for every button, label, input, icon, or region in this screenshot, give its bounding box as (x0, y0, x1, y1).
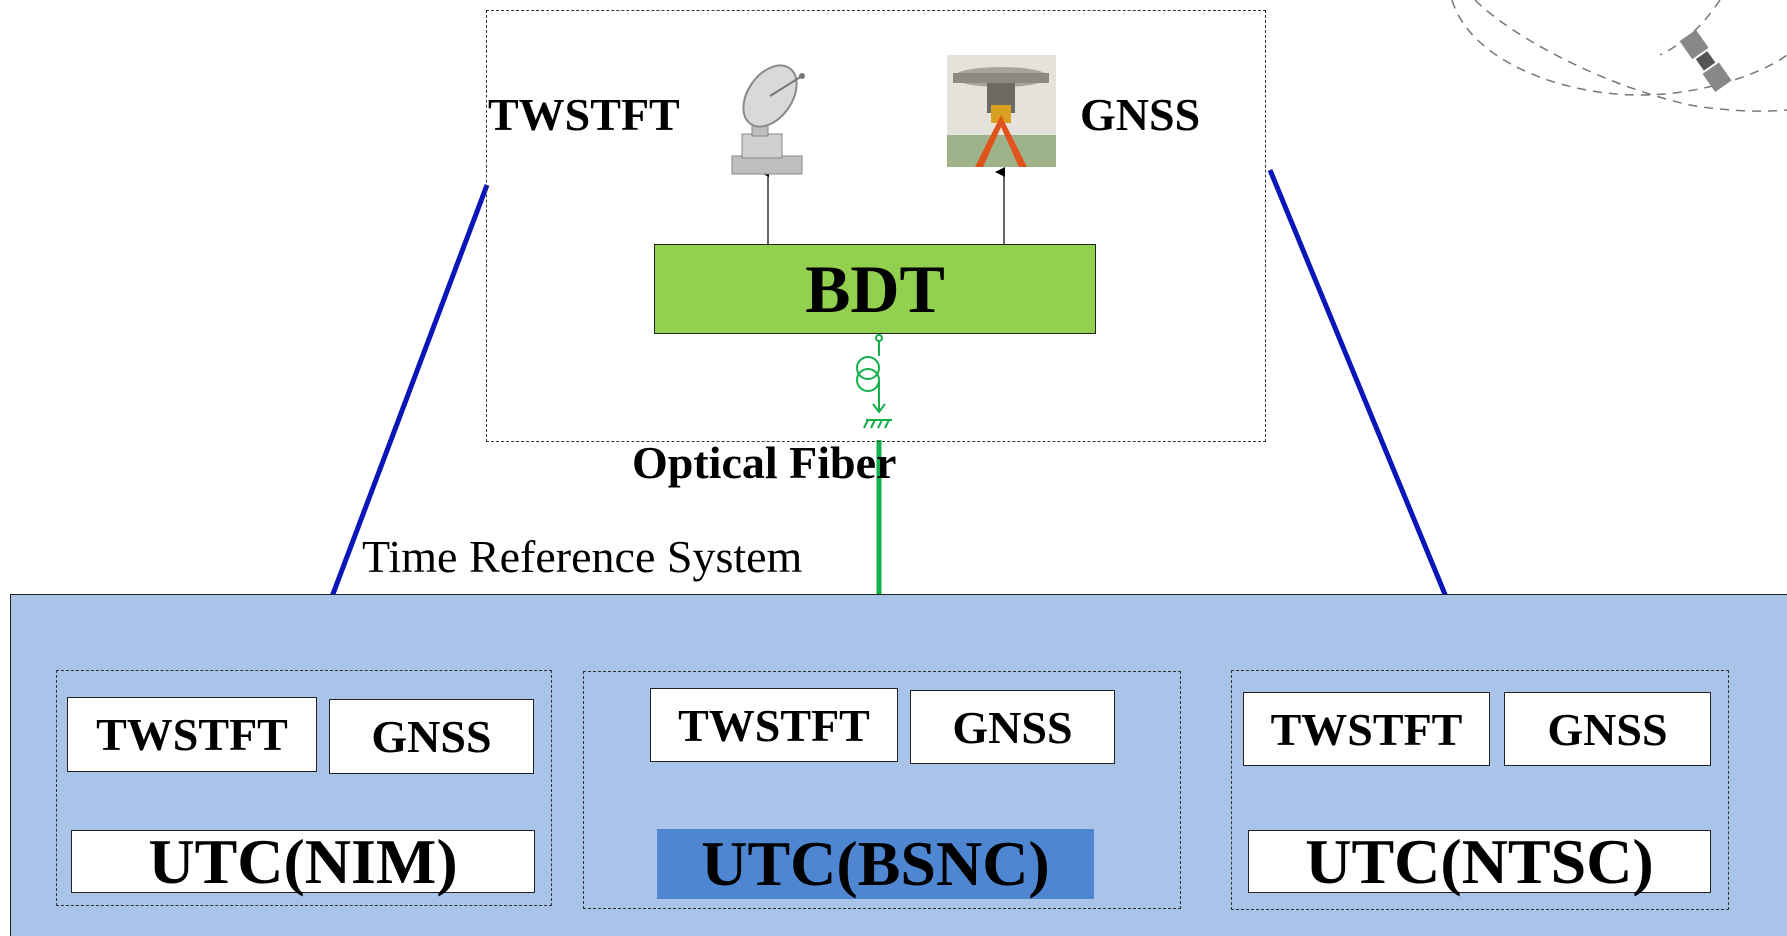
lab-nim-frame (56, 670, 552, 906)
lab-nim-twstft-box: TWSTFT (67, 697, 317, 772)
optical-fiber-symbol (856, 334, 892, 429)
satellite-icon (1679, 29, 1732, 92)
gnss-receiver-antenna-icon (947, 55, 1056, 167)
lab-ntsc-frame (1231, 670, 1729, 910)
blue-link-to-nim (307, 184, 490, 656)
blue-link-to-ntsc (1267, 169, 1473, 656)
lab-bsnc-utc-box: UTC(BSNC) (657, 828, 1094, 899)
top-gnss-label: GNSS (1080, 89, 1201, 140)
top-twstft-label: TWSTFT (488, 89, 680, 140)
lab-nim-gnss-box: GNSS (329, 699, 534, 774)
optical-fiber-label: Optical Fiber (632, 437, 897, 488)
bdt-box: BDT (654, 244, 1096, 334)
satellite-orbit-decoration (1451, 0, 1787, 112)
lab-bsnc-frame (583, 671, 1181, 909)
lab-bsnc-twstft-box: TWSTFT (650, 688, 898, 762)
satellite-dish-icon (731, 64, 805, 175)
lab-bsnc-gnss-box: GNSS (910, 690, 1115, 764)
lab-nim-utc-box: UTC(NIM) (71, 826, 535, 897)
time-reference-system-title: Time Reference System (362, 531, 803, 582)
lab-ntsc-twstft-box: TWSTFT (1243, 692, 1490, 766)
bdt-station-frame (486, 10, 1266, 442)
lab-ntsc-gnss-box: GNSS (1504, 692, 1711, 766)
lab-ntsc-utc-box: UTC(NTSC) (1248, 826, 1711, 897)
